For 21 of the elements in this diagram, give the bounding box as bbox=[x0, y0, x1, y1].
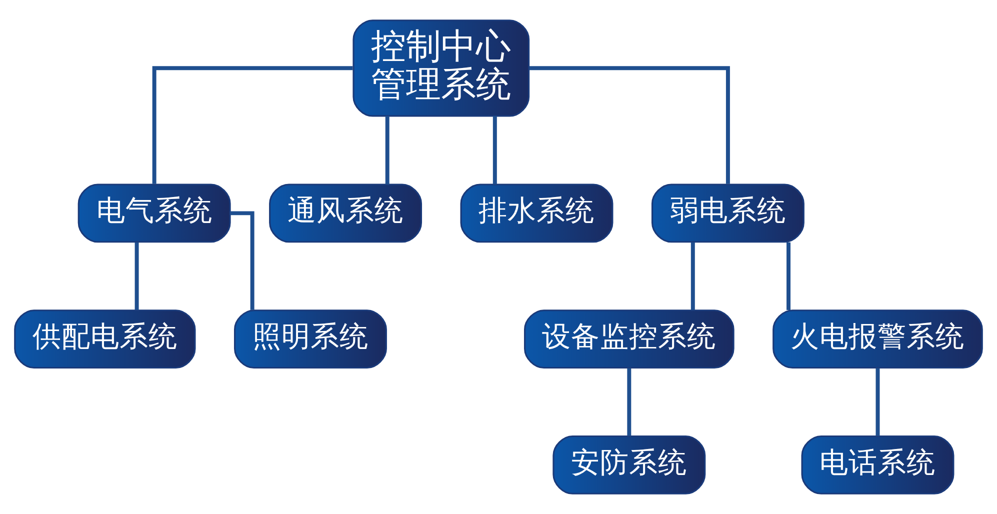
node-box: 弱电系统 bbox=[651, 184, 804, 243]
node-box: 控制中心管理系统 bbox=[352, 20, 530, 117]
connector bbox=[530, 66, 730, 184]
node-box: 排水系统 bbox=[460, 184, 614, 243]
connector bbox=[134, 242, 139, 310]
connector bbox=[492, 116, 497, 184]
node-box: 安防系统 bbox=[552, 435, 706, 494]
connector bbox=[627, 368, 632, 436]
connector bbox=[230, 211, 254, 310]
connector bbox=[876, 368, 880, 436]
node-box: 电气系统 bbox=[78, 184, 231, 243]
node-box: 电话系统 bbox=[801, 435, 954, 494]
connector bbox=[786, 242, 790, 310]
connector bbox=[690, 242, 695, 310]
connector bbox=[152, 66, 353, 184]
node-box: 照明系统 bbox=[234, 310, 387, 369]
node-box: 火电报警系统 bbox=[772, 310, 983, 369]
node-box: 供配电系统 bbox=[14, 310, 196, 369]
node-box: 设备监控系统 bbox=[524, 310, 734, 369]
node-box: 通风系统 bbox=[269, 184, 422, 243]
connector bbox=[385, 116, 390, 184]
